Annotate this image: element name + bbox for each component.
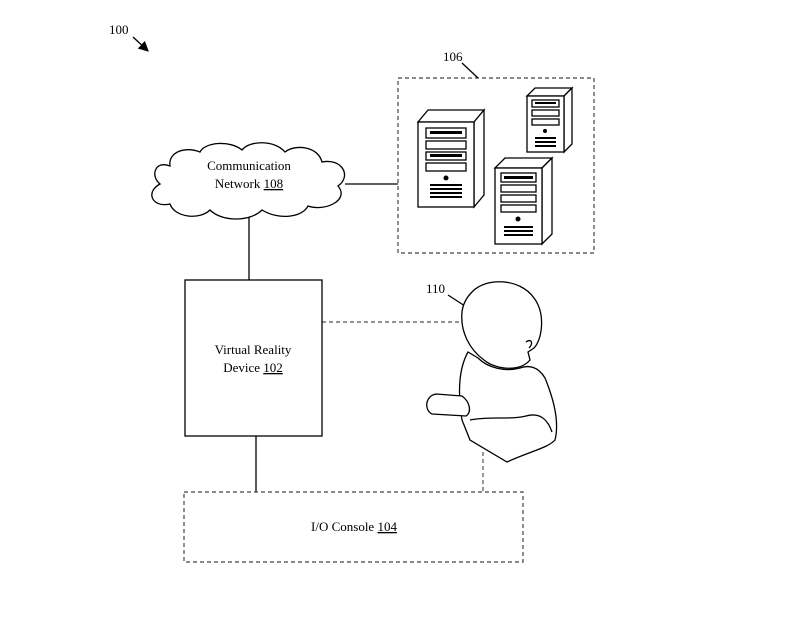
network-label-line1: Communication [207, 158, 291, 173]
vr-device-label-line1: Virtual Reality [215, 342, 292, 357]
user-figure: 110 [426, 281, 558, 463]
vr-device-label-line2: Device 102 [223, 360, 283, 375]
user-ear [525, 339, 533, 349]
vr-device-box: Virtual Reality Device 102 [184, 279, 323, 437]
user-arm [426, 393, 471, 417]
io-console-ref: 104 [377, 519, 397, 534]
server-tower-icon [525, 86, 574, 154]
user-ref-label: 110 [426, 281, 445, 296]
figure-ref-label: 100 [109, 22, 129, 37]
io-console-label: I/O Console 104 [311, 519, 397, 534]
user-torso-line [469, 414, 553, 433]
server-group: 106 [397, 49, 595, 254]
vr-device-ref: 102 [263, 360, 283, 375]
server-group-ref-label: 106 [443, 49, 463, 64]
network-ref: 108 [264, 176, 284, 191]
io-console-box: I/O Console 104 [183, 491, 524, 563]
communication-network-cloud: Communication Network 108 [151, 142, 346, 220]
user-head [461, 281, 543, 369]
figure-ref-arrow [132, 36, 149, 52]
server-tower-icon [416, 108, 486, 209]
server-group-leader-line [461, 62, 479, 79]
network-label-line2: Network 108 [215, 176, 283, 191]
server-tower-icon [493, 156, 554, 246]
